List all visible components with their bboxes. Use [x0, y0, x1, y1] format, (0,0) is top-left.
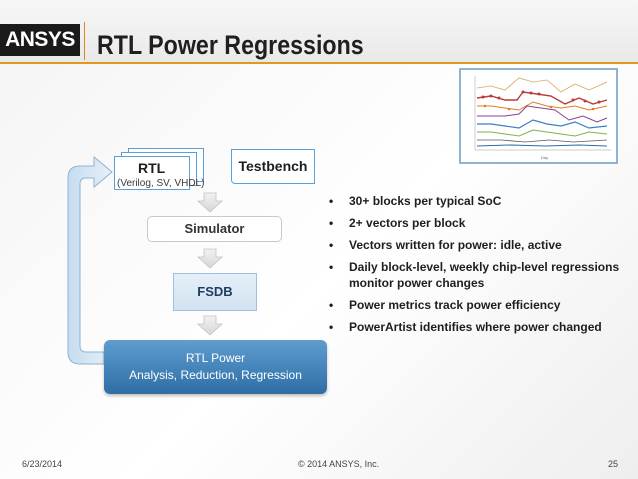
- bullet-text: Vectors written for power: idle, active: [349, 238, 562, 252]
- bullet-item: •Vectors written for power: idle, active: [329, 238, 562, 252]
- page-number: 25: [608, 459, 619, 469]
- logo-divider: [84, 22, 85, 60]
- rtl-power-box: RTL Power Analysis, Reduction, Regressio…: [104, 340, 327, 394]
- bullet-text: Power metrics track power efficiency: [349, 298, 561, 312]
- bullet-item: •PowerArtist identifies where power chan…: [329, 320, 602, 334]
- slide-header: ANSYS RTL Power Regressions: [0, 0, 638, 62]
- rtl-power-subtitle: Analysis, Reduction, Regression: [129, 368, 302, 382]
- fsdb-box: FSDB: [173, 273, 257, 311]
- rtl-label: RTL: [138, 160, 166, 176]
- line-chart-thumbnail-icon: Day: [459, 68, 618, 164]
- header-accent-line: [0, 62, 638, 64]
- bullet-list: •30+ blocks per typical SoC •2+ vectors …: [329, 193, 629, 341]
- feedback-loop-arrow-icon: [67, 155, 113, 365]
- bullet-text: Daily block-level, weekly chip-level reg…: [349, 260, 620, 290]
- down-arrow-icon: [196, 192, 224, 213]
- bullet-item: •2+ vectors per block: [329, 216, 466, 230]
- bullet-text: 2+ vectors per block: [349, 216, 466, 230]
- bullet-item: •30+ blocks per typical SoC: [329, 194, 502, 208]
- bullet-item: •Daily block-level, weekly chip-level re…: [329, 260, 620, 290]
- footer-date: 6/23/2014: [22, 459, 63, 469]
- bullet-text: 30+ blocks per typical SoC: [349, 194, 502, 208]
- thumbnail-chart-svg: Day: [461, 70, 616, 162]
- rtl-sublabel: (Verilog, SV, VHDL): [117, 178, 205, 189]
- footer-copyright: © 2014 ANSYS, Inc.: [298, 459, 380, 469]
- testbench-box: Testbench: [231, 149, 315, 184]
- down-arrow-icon: [196, 248, 224, 269]
- ansys-logo: ANSYS: [0, 24, 80, 56]
- document-icon: [114, 156, 190, 190]
- simulator-box: Simulator: [147, 216, 282, 242]
- bullet-item: •Power metrics track power efficiency: [329, 298, 561, 312]
- rtl-power-title: RTL Power: [185, 351, 246, 365]
- rtl-document-stack: [114, 148, 204, 190]
- thumbnail-axis-label: Day: [541, 155, 548, 160]
- down-arrow-icon: [196, 315, 224, 336]
- slide-title: RTL Power Regressions: [97, 30, 364, 60]
- bullet-text: PowerArtist identifies where power chang…: [349, 320, 602, 334]
